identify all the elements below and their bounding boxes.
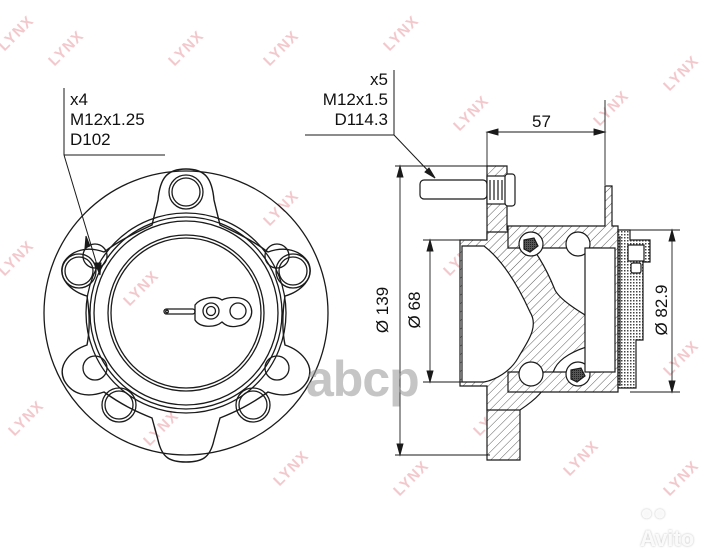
avito-watermark-logo: ●● Avito bbox=[640, 500, 720, 552]
section-thread-spec: M12x1.5 bbox=[322, 90, 388, 109]
dim-width-57: 57 bbox=[532, 112, 551, 131]
hub-bearing-drawing bbox=[43, 70, 680, 463]
dim-bearing-diameter: Ø 82.9 bbox=[652, 284, 671, 336]
front-callout-leader bbox=[63, 88, 165, 276]
section-view bbox=[419, 165, 651, 461]
front-stud-count: x4 bbox=[70, 90, 88, 109]
abcp-watermark-logo: abcp bbox=[306, 351, 420, 407]
section-pitch-circle: D114.3 bbox=[334, 110, 388, 129]
dimension-lines bbox=[395, 100, 680, 457]
dim-flange-diameter: Ø 139 bbox=[373, 286, 392, 334]
section-callout-leader bbox=[305, 70, 436, 179]
avito-dots-icon: ●● bbox=[640, 500, 667, 525]
section-stud-count: x5 bbox=[370, 70, 388, 89]
front-thread-spec: M12x1.25 bbox=[70, 110, 145, 129]
front-view bbox=[43, 168, 329, 463]
dim-pilot-diameter: Ø 68 bbox=[405, 291, 424, 329]
front-pitch-circle: D102 bbox=[70, 130, 111, 149]
avito-label: Avito bbox=[640, 526, 695, 551]
